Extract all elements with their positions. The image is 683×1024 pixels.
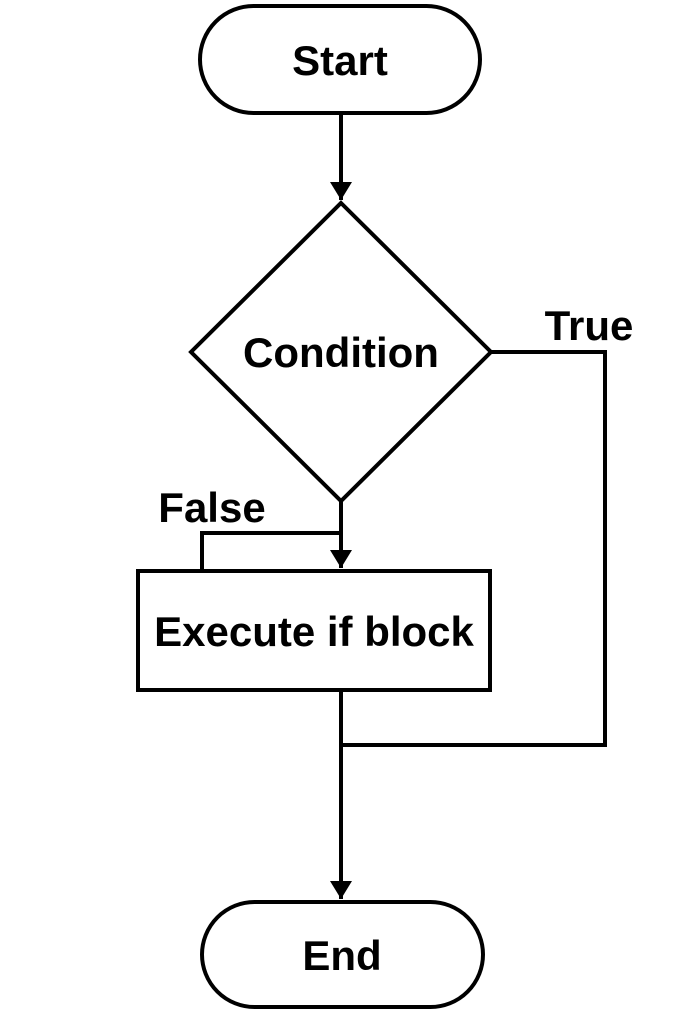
execute-node-label: Execute if block [154,608,474,655]
condition-node-label: Condition [243,329,439,376]
end-node [200,900,485,1009]
end-node-label: End [302,932,381,979]
start-node [198,4,482,115]
condition-node [188,200,494,504]
start-node-label: Start [292,37,388,84]
true-edge-label: True [545,302,634,349]
execute-node [136,569,492,692]
false-edge-label: False [158,484,265,531]
edge-condition-true [343,350,607,747]
edge-condition-false-branch [200,531,341,571]
